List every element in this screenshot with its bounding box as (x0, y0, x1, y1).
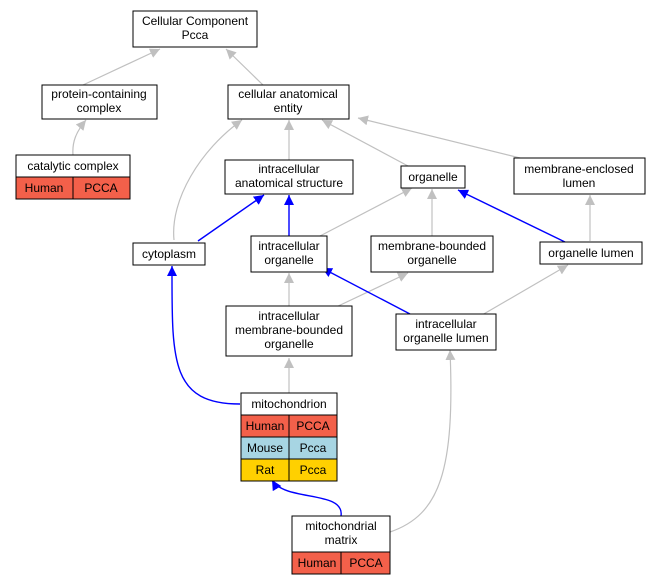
edge-io-to-organelle (319, 187, 413, 237)
edge-cytoplasm-to-cae (173, 119, 243, 241)
node-protein-containing-complex[interactable]: protein-containing complex (41, 84, 158, 120)
mito-human-gene: PCCA (296, 419, 329, 433)
imbo-line-2: membrane-bounded (235, 323, 343, 337)
cytoplasm-label: cytoplasm (142, 247, 196, 261)
catalytic-gene-cell (72, 176, 131, 200)
mito-mouse-gene: Pcca (300, 441, 327, 455)
protein-containing-complex-line-1: protein-containing (51, 87, 146, 101)
edge-protein-complex-to-root (82, 48, 161, 86)
edge-iol-to-ol (481, 264, 569, 316)
catalytic-species: Human (25, 181, 64, 195)
node-cytoplasm[interactable]: cytoplasm (132, 242, 206, 266)
mito-human-species: Human (246, 419, 285, 433)
mito-rat-gene-cell (288, 458, 338, 482)
catalytic-gene: PCCA (84, 181, 117, 195)
edge-catalytic-to-protein-complex (72, 119, 87, 156)
io-line-1: intracellular (258, 239, 319, 253)
mito-rat-species: Rat (256, 463, 275, 477)
node-intracellular-membrane-bounded-organelle[interactable]: intracellular membrane-bounded organelle (225, 305, 353, 357)
cae-line-2: entity (274, 101, 303, 115)
matrix-line-1: mitochondrial (305, 519, 376, 533)
node-intracellular-anatomical-structure[interactable]: intracellular anatomical structure (224, 159, 354, 195)
edge-cae-to-root (225, 48, 264, 86)
mito-rat-gene: Pcca (300, 463, 327, 477)
node-intracellular-organelle[interactable]: intracellular organelle (250, 235, 328, 273)
node-organelle[interactable]: organelle (400, 165, 466, 189)
root-line-2: Pcca (182, 28, 209, 42)
edges (72, 48, 595, 533)
mito-mouse-species: Mouse (247, 441, 283, 455)
mitochondrion-label: mitochondrion (251, 397, 326, 411)
mbo-line-2: organelle (407, 253, 457, 267)
node-root[interactable]: Cellular Component Pcca (132, 10, 258, 48)
node-intracellular-organelle-lumen[interactable]: intracellular organelle lumen (395, 313, 497, 351)
catalytic-complex-label: catalytic complex (27, 159, 118, 173)
edge-mito-to-cytoplasm (166, 265, 241, 405)
matrix-gene: PCCA (349, 556, 382, 570)
edge-cytoplasm-to-ias (197, 194, 265, 242)
node-catalytic-complex[interactable]: catalytic complex Human PCCA (15, 154, 131, 200)
edge-imbo-to-mbo (333, 272, 409, 309)
edge-mel-to-cae (357, 115, 521, 159)
edge-ol-to-organelle (457, 189, 566, 243)
matrix-line-2: matrix (325, 533, 358, 547)
edge-iol-to-io (321, 267, 411, 315)
root-line-1: Cellular Component (142, 14, 249, 28)
ias-line-2: anatomical structure (235, 176, 343, 190)
node-mitochondrion[interactable]: mitochondrion Human PCCA Mouse Pcca Rat … (240, 392, 338, 482)
mel-line-1: membrane-enclosed (524, 162, 633, 176)
mbo-line-1: membrane-bounded (378, 239, 486, 253)
iol-line-1: intracellular (415, 317, 476, 331)
organelle-label: organelle (408, 170, 458, 184)
cae-line-1: cellular anatomical (238, 87, 337, 101)
edge-matrix-to-iol (389, 349, 456, 533)
matrix-human-gene-cell (340, 551, 391, 575)
iol-line-2: organelle lumen (403, 331, 488, 345)
imbo-line-3: organelle (264, 337, 314, 351)
node-mitochondrial-matrix[interactable]: mitochondrial matrix Human PCCA (291, 515, 391, 575)
matrix-species: Human (298, 556, 337, 570)
mel-line-2: lumen (563, 176, 596, 190)
ias-line-1: intracellular (258, 162, 319, 176)
node-membrane-bounded-organelle[interactable]: membrane-bounded organelle (370, 235, 494, 273)
protein-containing-complex-line-2: complex (77, 101, 122, 115)
organelle-lumen-label: organelle lumen (548, 246, 633, 260)
imbo-line-1: intracellular (258, 309, 319, 323)
io-line-2: organelle (264, 253, 314, 267)
edge-organelle-to-cae (321, 119, 409, 167)
edge-matrix-to-mito (271, 479, 342, 517)
node-cellular-anatomical-entity[interactable]: cellular anatomical entity (227, 84, 350, 120)
node-membrane-enclosed-lumen[interactable]: membrane-enclosed lumen (513, 157, 646, 195)
node-organelle-lumen[interactable]: organelle lumen (539, 241, 643, 265)
